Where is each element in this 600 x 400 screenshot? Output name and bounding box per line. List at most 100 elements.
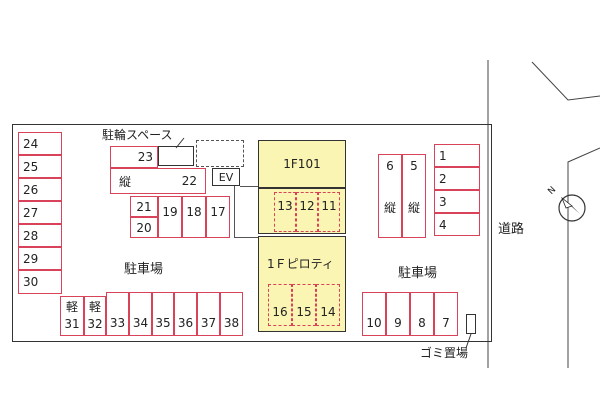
slot-number: 8 — [418, 316, 426, 330]
parking-slot-11: 11 — [318, 192, 340, 232]
slot-number: 19 — [162, 205, 178, 219]
ev-wall-line-bottom — [234, 237, 258, 238]
slot-number: 23 — [137, 150, 153, 164]
parking-label-left: 駐車場 — [124, 262, 164, 277]
slot-number: 16 — [272, 305, 288, 319]
garbage-box — [466, 314, 476, 334]
parking-slot-24: 24 — [18, 132, 62, 155]
tate-label: 縦 — [119, 174, 132, 189]
parking-slot-37: 37 — [197, 292, 220, 336]
ev-label: EV — [218, 170, 234, 184]
slot-number: 17 — [210, 205, 226, 219]
north-arrow-icon — [558, 194, 586, 222]
parking-slot-1: 1 — [434, 144, 480, 167]
parking-slot-12: 12 — [296, 192, 318, 232]
building-1f101: 1F101 — [258, 140, 346, 188]
slot-number: 38 — [223, 316, 240, 330]
slot-number: 18 — [186, 205, 202, 219]
tate-label: 縦 — [407, 201, 420, 215]
parking-slot-19: 19 — [158, 196, 182, 238]
parking-slot-3: 3 — [434, 190, 480, 213]
lot-boundary — [12, 124, 492, 342]
slot-number: 29 — [23, 251, 39, 266]
parking-slot-38: 38 — [220, 292, 243, 336]
tate-label: 縦 — [383, 201, 396, 215]
bicycle-space-label: 駐輪スペース — [102, 128, 173, 142]
parking-slot-14: 14 — [316, 284, 340, 326]
ev-box: EV — [212, 168, 240, 186]
parking-slot-36: 36 — [174, 292, 197, 336]
slot-number: 30 — [23, 275, 39, 289]
slot-number: 36 — [177, 316, 194, 330]
parking-slot-31: 軽 31 — [60, 296, 84, 336]
slot-number: 20 — [136, 220, 152, 235]
parking-slot-8: 8 — [410, 292, 434, 336]
garbage-label: ゴミ置場 — [420, 346, 469, 360]
parking-slot-23: 23 — [110, 146, 158, 168]
parking-slot-25: 25 — [18, 155, 62, 178]
parking-slot-2: 2 — [434, 167, 480, 190]
slot-number: 27 — [23, 205, 39, 220]
parking-slot-16: 16 — [268, 284, 292, 326]
slot-number: 28 — [23, 228, 39, 243]
parking-slot-4: 4 — [434, 213, 480, 236]
kei-label: 軽 — [88, 300, 101, 314]
parking-slot-17: 17 — [206, 196, 230, 238]
parking-slot-22: 縦 22 — [110, 168, 206, 194]
slot-number: 11 — [321, 199, 337, 213]
slot-number: 15 — [296, 305, 312, 319]
slot-number: 12 — [299, 199, 315, 213]
slot-number: 5 — [410, 159, 418, 173]
slot-number: 26 — [23, 182, 39, 197]
slot-number: 32 — [87, 317, 103, 331]
slot-number: 4 — [439, 217, 447, 232]
parking-slot-26: 26 — [18, 178, 62, 201]
piloti-label: 1Ｆピロティ — [267, 257, 334, 271]
parking-slot-18: 18 — [182, 196, 206, 238]
slot-number: 31 — [64, 317, 80, 331]
parking-slot-28: 28 — [18, 224, 62, 247]
parking-label-right: 駐車場 — [398, 266, 438, 281]
road-label: 道路 — [498, 222, 525, 237]
parking-slot-7: 7 — [434, 292, 458, 336]
ev-wall-line-top — [240, 186, 258, 187]
parking-slot-32: 軽 32 — [84, 296, 106, 336]
slot-number: 7 — [442, 316, 450, 330]
parking-slot-34: 34 — [129, 292, 152, 336]
slot-number: 6 — [386, 159, 394, 173]
parking-slot-6: 6 縦 — [378, 154, 402, 238]
slot-number: 10 — [366, 316, 382, 330]
parking-slot-27: 27 — [18, 201, 62, 224]
slot-number: 2 — [439, 171, 447, 186]
parking-slot-15: 15 — [292, 284, 316, 326]
slot-number: 3 — [439, 194, 447, 209]
dashed-area — [196, 140, 244, 167]
parking-slot-33: 33 — [106, 292, 129, 336]
slot-number: 22 — [181, 174, 197, 188]
slot-number: 9 — [394, 316, 402, 330]
slot-number: 25 — [23, 159, 39, 174]
slot-number: 35 — [155, 316, 171, 330]
parking-slot-20: 20 — [130, 217, 158, 238]
slot-number: 1 — [439, 148, 447, 163]
parking-slot-13: 13 — [274, 192, 296, 232]
parking-slot-9: 9 — [386, 292, 410, 336]
slot-number: 13 — [277, 199, 293, 213]
parking-slot-30: 30 — [18, 270, 62, 294]
kei-label: 軽 — [65, 300, 78, 314]
slot-number: 33 — [109, 316, 126, 330]
slot-number: 14 — [320, 305, 336, 319]
slot-number: 34 — [132, 316, 149, 330]
piloti-upper — [258, 188, 346, 234]
bicycle-space-box — [158, 146, 194, 166]
parking-slot-21: 21 — [130, 196, 158, 217]
slot-number: 24 — [23, 136, 39, 151]
unit-label: 1F101 — [283, 157, 321, 171]
parking-slot-29: 29 — [18, 247, 62, 270]
ev-wall-line — [234, 186, 235, 238]
parking-slot-10: 10 — [362, 292, 386, 336]
parking-slot-5: 5 縦 — [402, 154, 426, 238]
parking-slot-35: 35 — [152, 292, 174, 336]
